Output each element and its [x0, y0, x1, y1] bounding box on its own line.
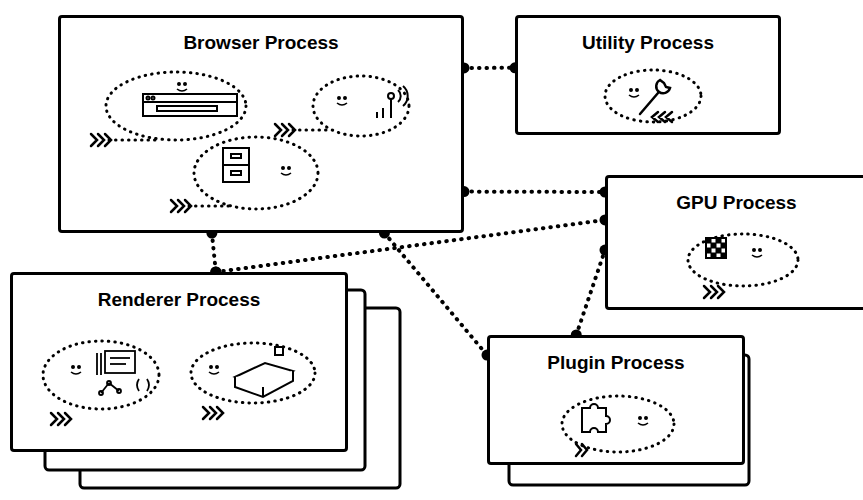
- dotted-connector: [459, 186, 611, 197]
- dotted-connector: [206, 228, 221, 278]
- process-box: Utility Process: [515, 15, 781, 135]
- process-box: Renderer Process: [10, 272, 348, 452]
- process-title: Browser Process: [61, 18, 461, 55]
- process-title: Renderer Process: [13, 275, 345, 312]
- process-box: Browser Process: [58, 15, 464, 233]
- process-box: GPU Process: [605, 175, 863, 310]
- process-title: GPU Process: [608, 178, 863, 215]
- process-title: Utility Process: [518, 18, 778, 55]
- dotted-connector: [459, 62, 521, 73]
- process-box: Plugin Process: [487, 335, 745, 465]
- process-title: Plugin Process: [490, 338, 742, 375]
